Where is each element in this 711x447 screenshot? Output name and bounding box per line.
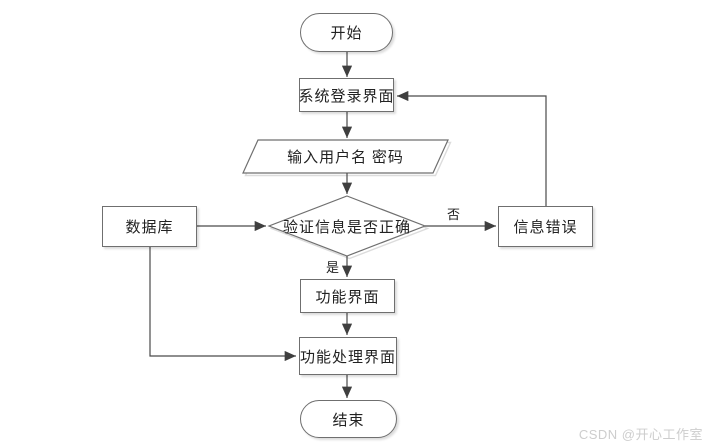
login-screen-node-label: 系统登录界面 — [298, 88, 395, 105]
edge-database-to-function-process — [149, 247, 296, 362]
verify-decision-node: 验证信息是否正确 — [272, 212, 422, 240]
function-screen-node-label: 功能界面 — [315, 289, 380, 306]
error-info-node: 信息错误 — [498, 206, 593, 247]
start-node: 开始 — [300, 13, 393, 52]
verify-decision-node-label: 验证信息是否正确 — [282, 219, 411, 236]
io-shape-input-credentials — [242, 139, 449, 174]
edge-error-to-login — [397, 90, 547, 206]
function-process-node: 功能处理界面 — [299, 337, 397, 375]
function-screen-node: 功能界面 — [300, 279, 395, 313]
function-process-node-label: 功能处理界面 — [300, 349, 397, 366]
database-node-label: 数据库 — [125, 220, 174, 236]
edge-label-no: 否 — [447, 207, 461, 222]
login-screen-node: 系统登录界面 — [299, 78, 394, 112]
end-node: 结束 — [300, 400, 397, 438]
input-credentials-node: 输入用户名 密码 — [243, 141, 448, 172]
csdn-watermark: CSDN @开心工作室 — [578, 427, 703, 442]
end-node-label: 结束 — [332, 412, 365, 429]
edge-label-yes: 是 — [326, 260, 340, 275]
error-info-node-label: 信息错误 — [513, 220, 578, 236]
input-credentials-node-label: 输入用户名 密码 — [287, 150, 404, 166]
start-node-label: 开始 — [330, 26, 363, 42]
database-node: 数据库 — [102, 206, 197, 247]
